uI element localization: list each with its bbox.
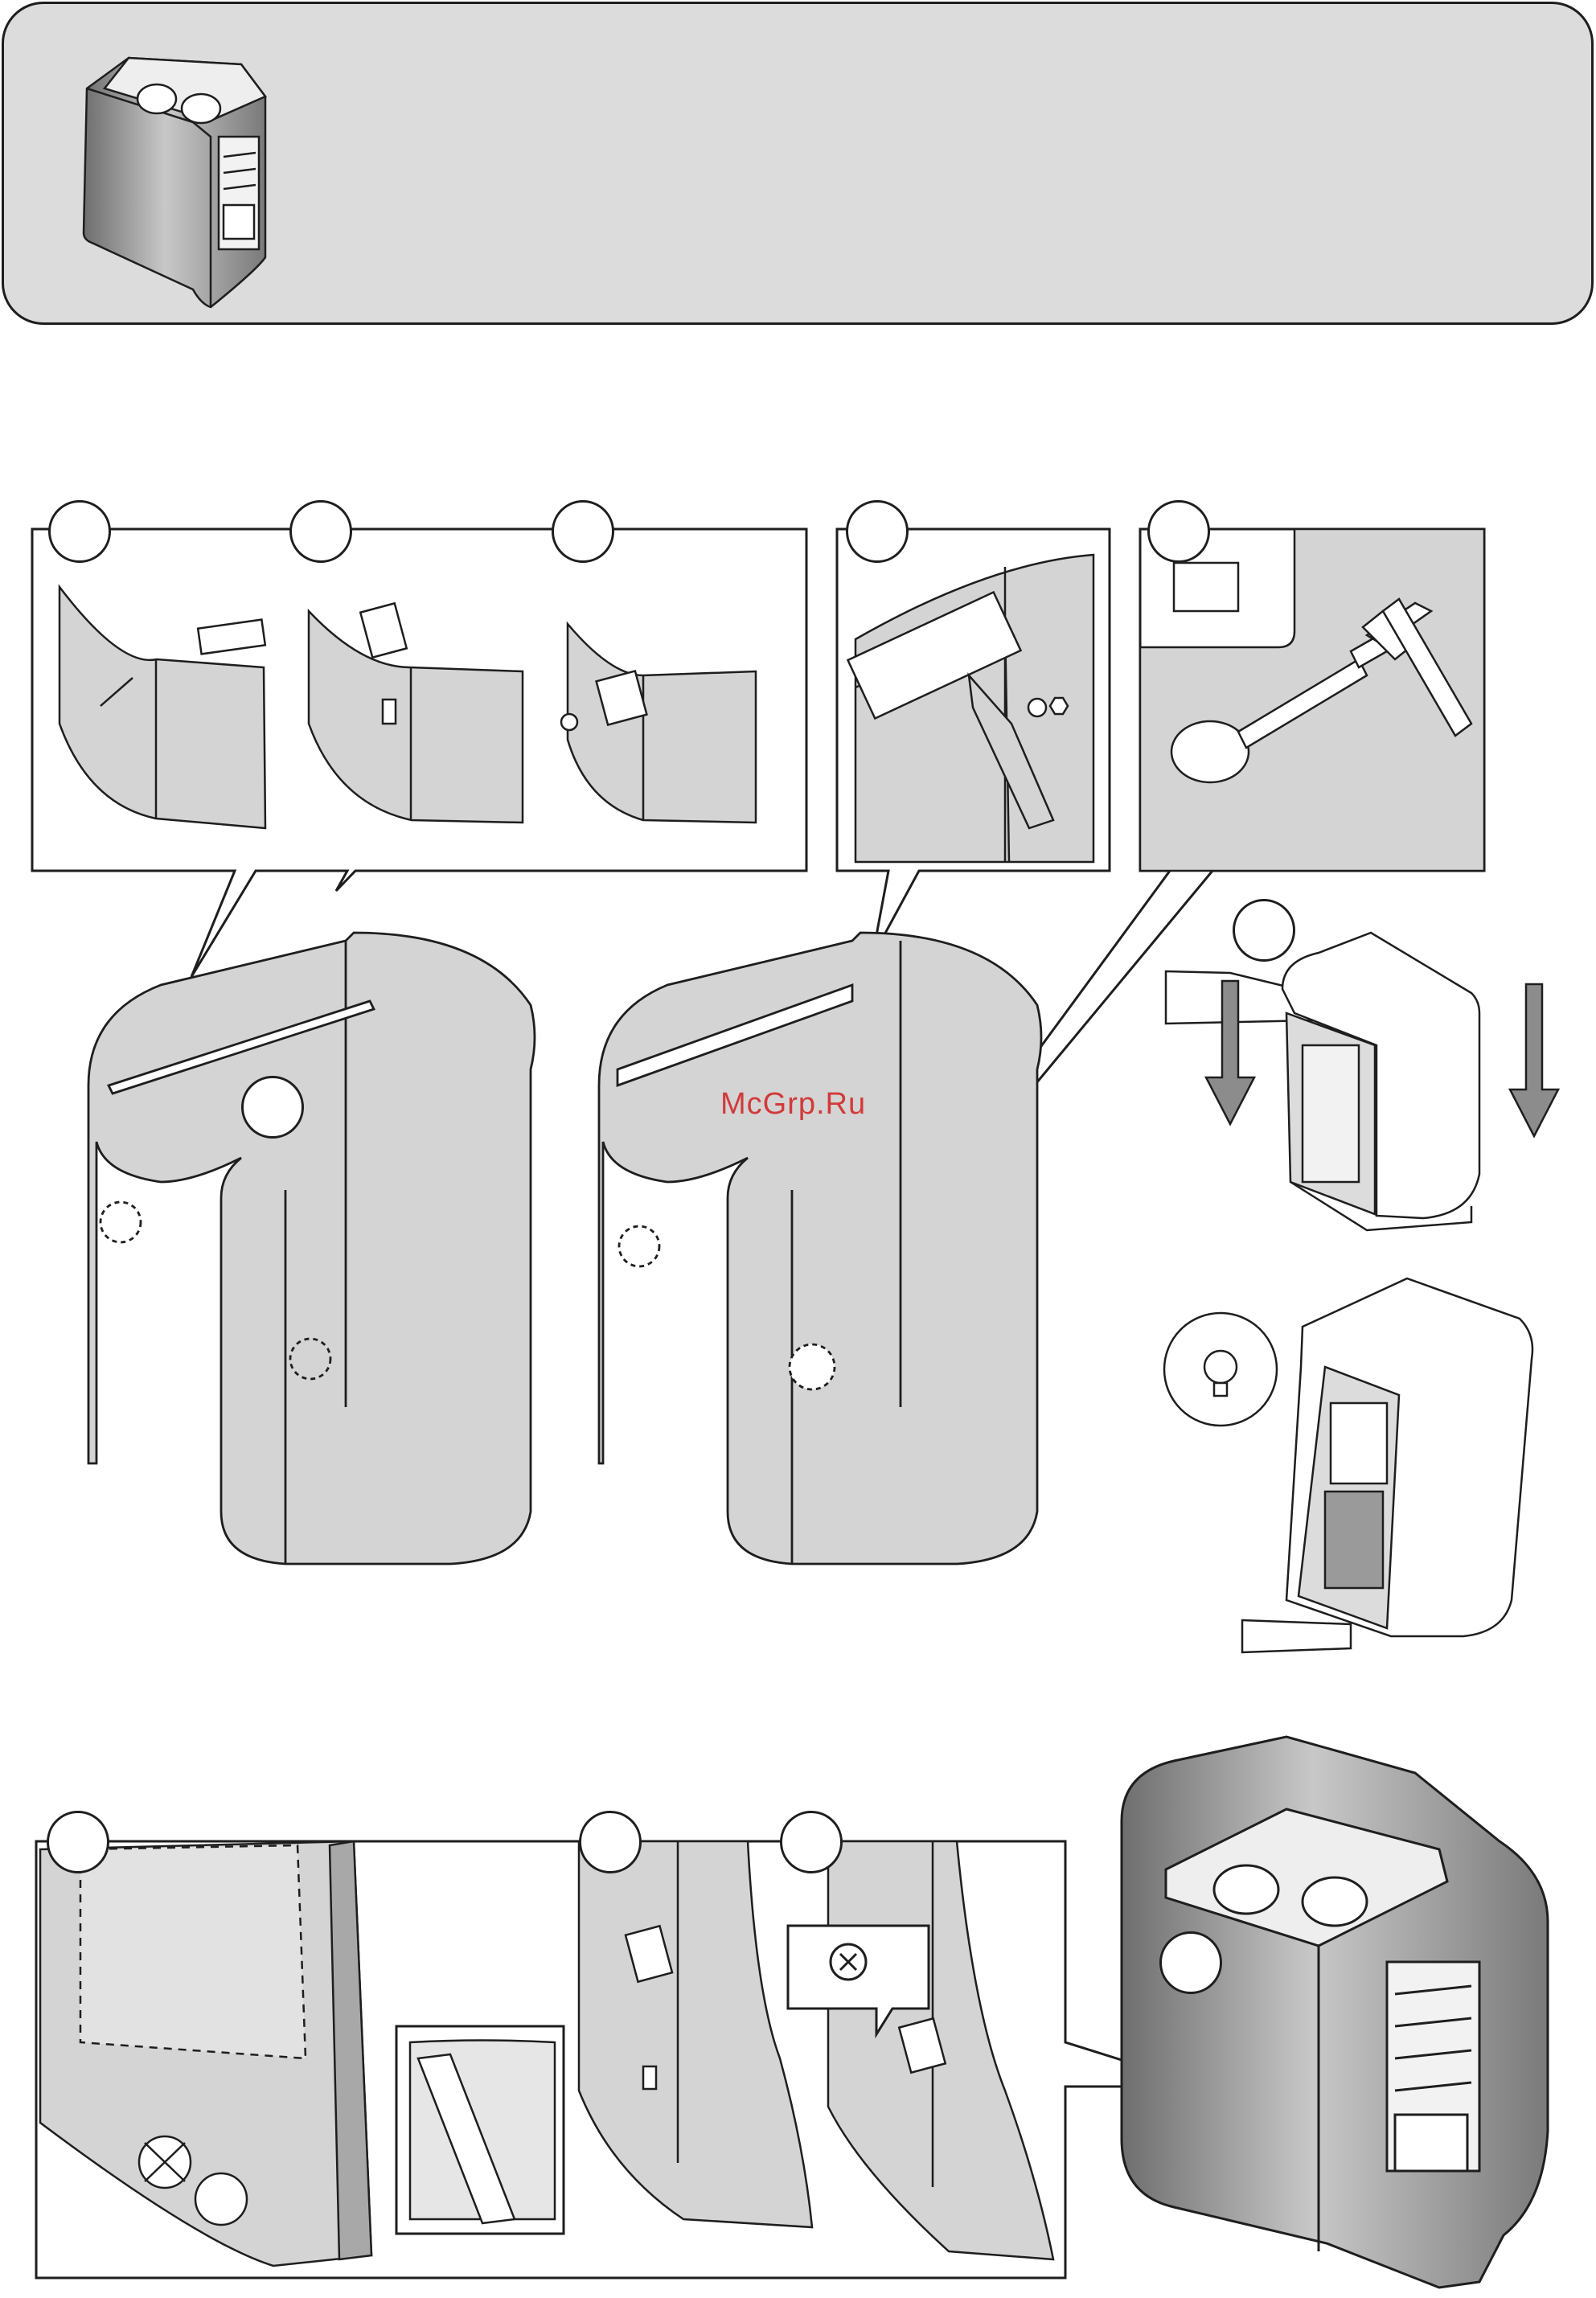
step-circle-9	[579, 1811, 642, 1873]
step-circle-2	[289, 500, 352, 563]
step-circle-3	[552, 500, 614, 563]
step-circle-11	[1159, 1931, 1222, 1994]
header-banner	[2, 2, 1594, 325]
step-circle-7	[241, 1076, 304, 1139]
step-circle-6	[1233, 899, 1295, 962]
watermark-text: McGrp.Ru	[720, 1087, 866, 1122]
step-circle-5	[1147, 500, 1210, 563]
step-circle-4	[846, 500, 909, 563]
step-circle-1	[48, 500, 111, 563]
step-circle-10	[780, 1811, 843, 1873]
step-circle-8	[47, 1811, 109, 1873]
